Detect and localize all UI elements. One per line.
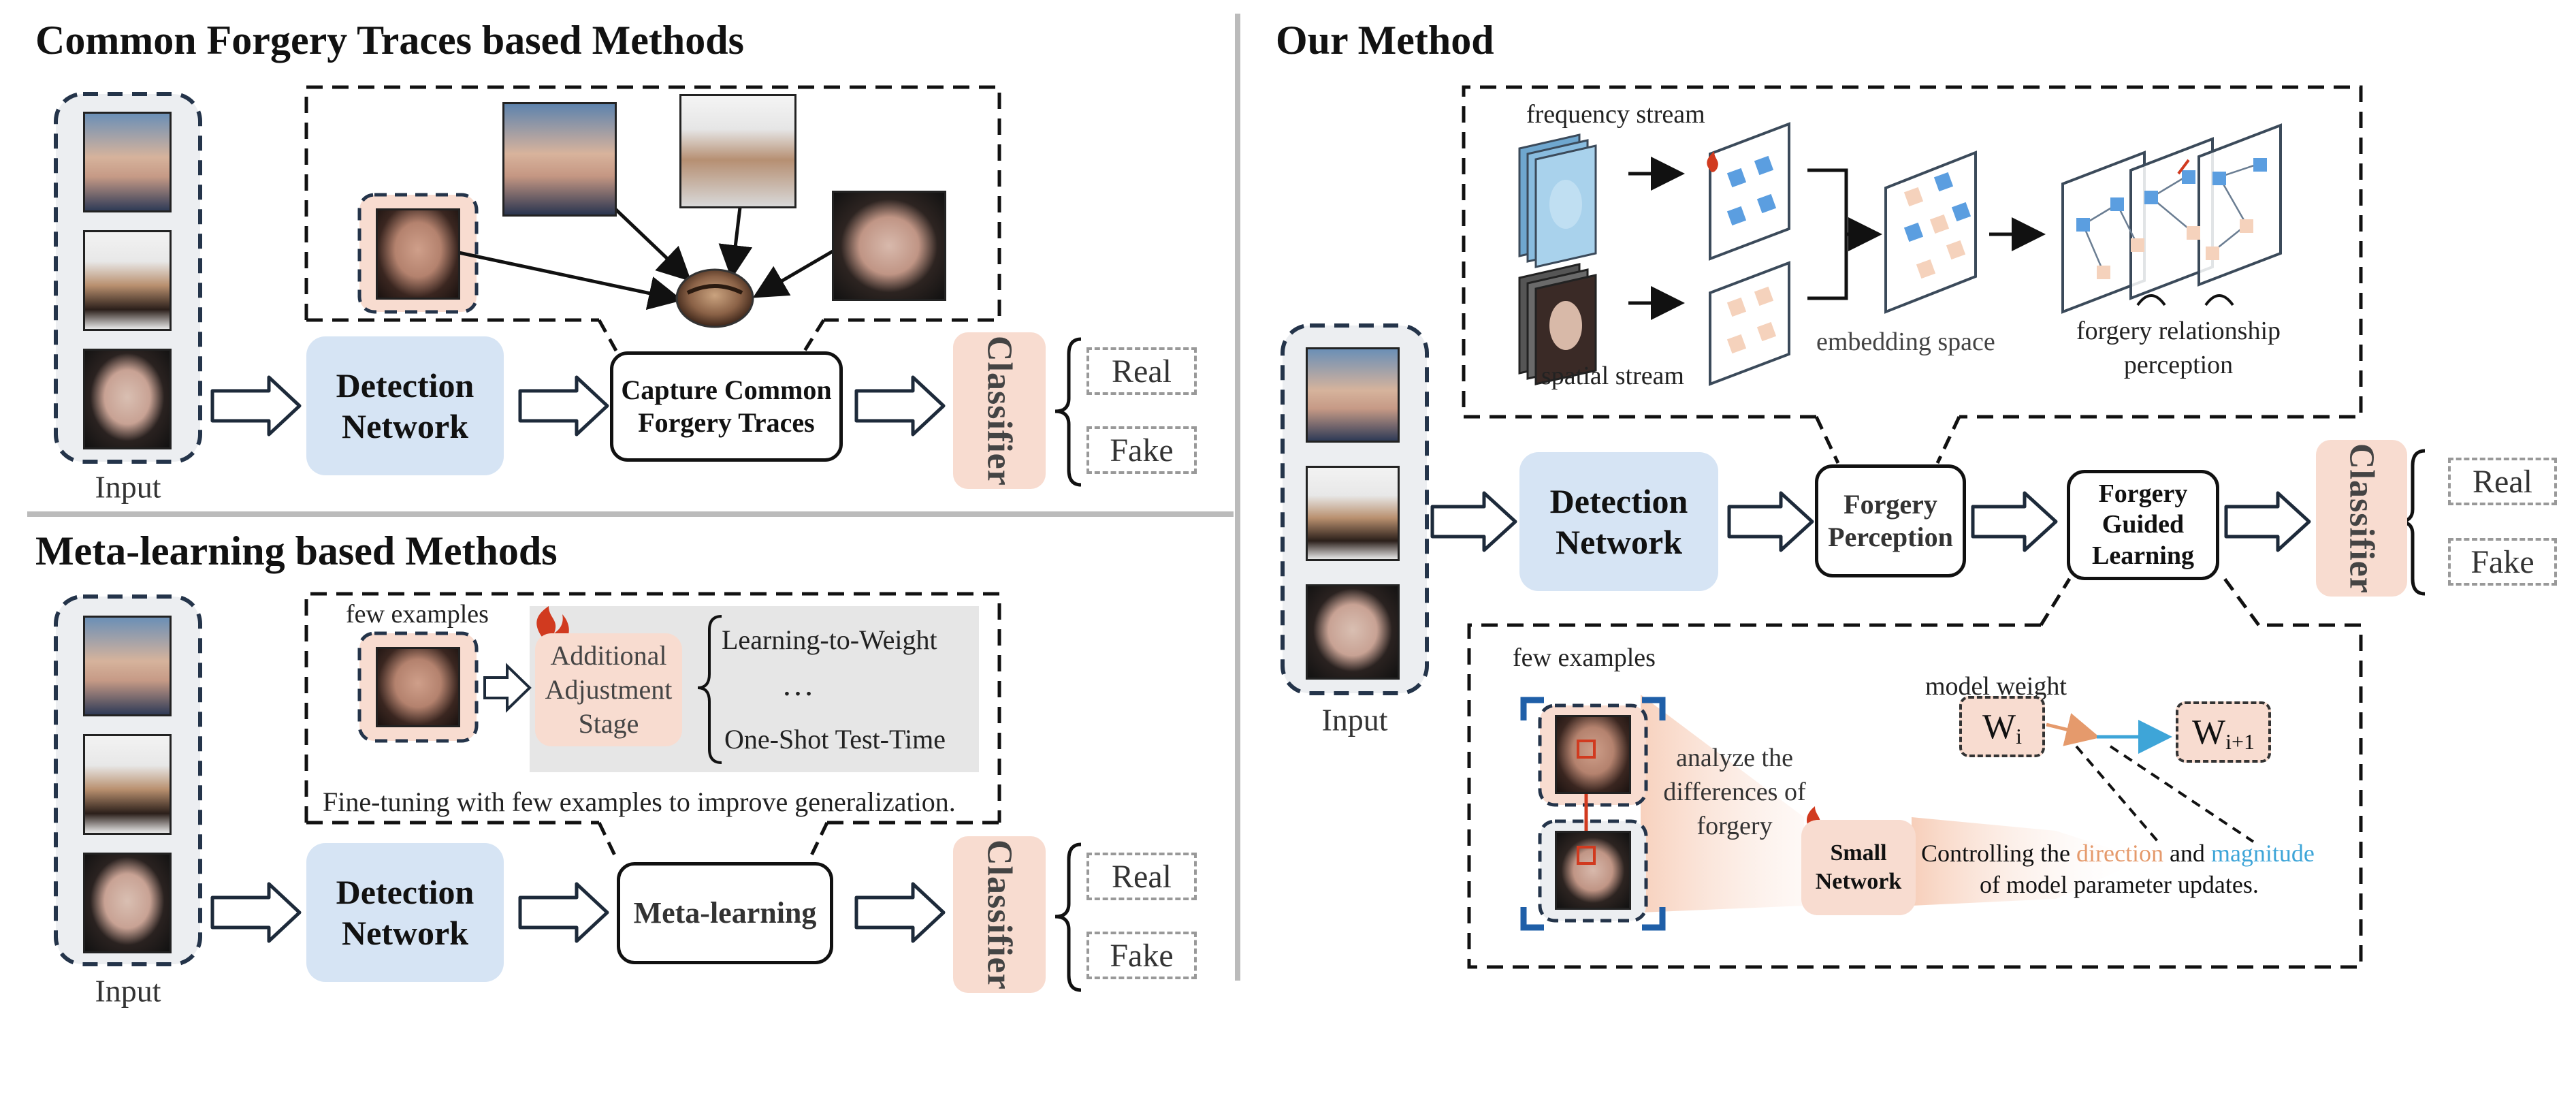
trace-marker-1 — [1577, 740, 1596, 759]
fake-label-top: Fake — [1086, 426, 1197, 474]
input-face-7 — [1306, 347, 1400, 443]
example-face-small — [376, 208, 460, 300]
controlling-line-1: Controlling the direction and magnitude — [1921, 840, 2315, 868]
meta-dashed-frame — [304, 592, 1001, 823]
detection-network-right: Detection Network — [1519, 452, 1718, 591]
spatial-stream-label: spatial stream — [1541, 362, 1684, 390]
common-trace-eye — [675, 268, 754, 328]
input-face-8 — [1306, 466, 1400, 561]
spatial-feature-map — [1709, 261, 1790, 386]
input-face-6 — [83, 853, 172, 953]
relationship-label-1: forgery relationship — [2076, 317, 2281, 346]
embedding-space-label: embedding space — [1816, 328, 1995, 356]
forgery-perception-box: Forgery Perception — [1815, 464, 1966, 577]
frequency-stream-label: frequency stream — [1526, 100, 1705, 129]
classifier-brace-top — [1054, 337, 1082, 487]
section-title-common: Common Forgery Traces based Methods — [35, 18, 744, 63]
detection-network-bottom: Detection Network — [306, 843, 504, 982]
section-title-meta: Meta-learning based Methods — [35, 528, 558, 573]
fake-label-bottom: Fake — [1086, 932, 1197, 979]
classifier-brace-bottom — [1054, 842, 1082, 992]
section-title-ours: Our Method — [1276, 18, 1494, 63]
trace-face-3 — [832, 191, 946, 301]
traces-dashed-frame — [304, 85, 1001, 322]
flow-arrows-top — [210, 375, 946, 437]
finetune-note: Fine-tuning with few examples to improve… — [323, 787, 956, 817]
direction-word: direction — [2076, 840, 2163, 867]
input-face-4 — [83, 616, 172, 716]
embedding-space-plane — [1884, 150, 1977, 314]
relationship-label-2: perception — [2123, 351, 2234, 380]
trace-face-2 — [679, 94, 796, 208]
perception-dashed-frame — [1462, 85, 2363, 419]
classifier-right: Classifier — [2316, 440, 2407, 597]
few-example-face — [376, 647, 460, 727]
controlling-prefix: Controlling the — [1921, 840, 2076, 867]
real-label-bottom: Real — [1086, 853, 1197, 900]
input-face-5 — [83, 734, 172, 835]
capture-traces-box: Capture Common Forgery Traces — [610, 351, 843, 462]
input-face-2 — [83, 230, 172, 331]
few-examples-label-right: few examples — [1513, 644, 1656, 672]
trace-face-1 — [502, 102, 617, 217]
model-weight-label: model weight — [1925, 672, 2067, 701]
few-examples-bracket — [1520, 697, 1666, 931]
spatial-stack — [1518, 263, 1597, 385]
analyze-line-2: differences of — [1663, 778, 1806, 807]
real-label-top: Real — [1086, 347, 1197, 395]
methods-ellipsis: … — [782, 667, 814, 703]
controlling-line-2: of model parameter updates. — [1980, 871, 2259, 898]
input-face-1 — [83, 112, 172, 212]
magnitude-word: magnitude — [2210, 840, 2315, 867]
one-shot-label: One-Shot Test-Time — [724, 724, 946, 755]
few-example-face-right-2 — [1555, 831, 1631, 910]
classifier-top: Classifier — [953, 332, 1046, 489]
classifier-bottom: Classifier — [953, 836, 1046, 993]
real-label-right: Real — [2448, 458, 2557, 505]
input-face-9 — [1306, 584, 1400, 680]
detection-network-top: Detection Network — [306, 336, 504, 475]
analyze-line-3: forgery — [1696, 812, 1773, 841]
input-face-3 — [83, 349, 172, 449]
analyze-line-1: analyze the — [1676, 744, 1793, 773]
input-label-bottom: Input — [95, 973, 161, 1009]
and-word: and — [2163, 840, 2211, 867]
frequency-stack — [1518, 133, 1597, 268]
learning-to-weight-label: Learning-to-Weight — [722, 624, 937, 655]
adjustment-stage-box: Additional Adjustment Stage — [535, 633, 682, 746]
trace-marker-2 — [1577, 846, 1596, 865]
relationship-planes — [2061, 123, 2282, 314]
meta-options-brace — [697, 615, 722, 764]
frequency-feature-map — [1709, 122, 1790, 261]
flow-arrows-bottom — [210, 882, 946, 943]
few-examples-label-left: few examples — [346, 600, 489, 629]
input-label-right: Input — [1321, 702, 1388, 737]
small-network-box: Small Network — [1801, 820, 1916, 915]
guided-dashed-frame — [1467, 623, 2363, 969]
fake-label-right: Fake — [2448, 538, 2557, 586]
analysis-fan — [1641, 695, 1804, 912]
fire-icon-stream — [1707, 151, 1718, 172]
input-label-top: Input — [95, 469, 161, 505]
meta-learning-box: Meta-learning — [617, 862, 833, 964]
forgery-guided-learning-box: Forgery Guided Learning — [2067, 470, 2219, 580]
flow-arrows-right — [1430, 491, 2311, 552]
